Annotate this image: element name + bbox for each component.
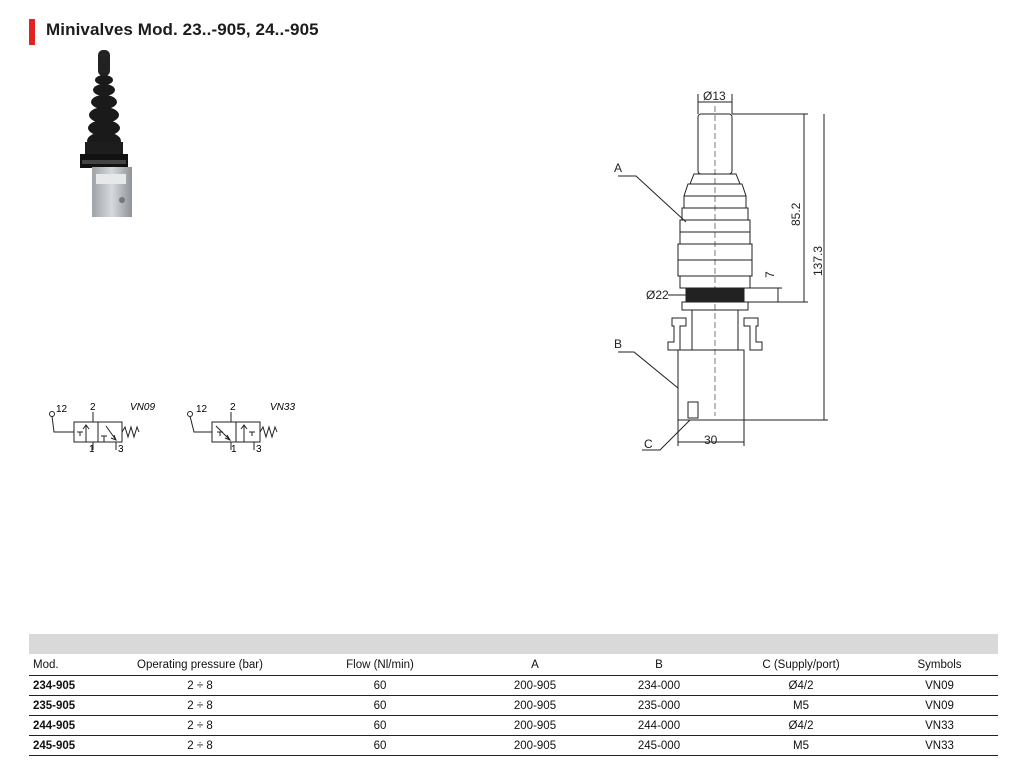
cell-flow: 60 <box>287 675 473 696</box>
table-header-row: Mod. Operating pressure (bar) Flow (Nl/m… <box>29 655 998 676</box>
col-operating-pressure: Operating pressure (bar) <box>113 655 287 676</box>
symbol-vn09: 12 2 1 3 VN09 <box>49 402 155 454</box>
cell-pressure: 2 ÷ 8 <box>113 675 287 696</box>
dim-thread-diameter: Ø22 <box>646 288 669 302</box>
table-row: 235-905 2 ÷ 8 60 200-905 235-000 M5 VN09 <box>29 695 998 716</box>
cell-b: 235-000 <box>597 695 721 716</box>
col-symbols: Symbols <box>881 655 998 676</box>
cell-symbol: VN33 <box>881 735 998 756</box>
cell-mod: 234-905 <box>29 675 113 696</box>
label-c: C <box>644 437 653 451</box>
cell-b: 244-000 <box>597 715 721 736</box>
symbol-vn33-label: VN33 <box>270 402 295 413</box>
cell-a: 200-905 <box>473 695 597 716</box>
symbol-vn33-port-12: 12 <box>196 404 208 415</box>
cell-b: 234-000 <box>597 675 721 696</box>
cell-mod: 235-905 <box>29 695 113 716</box>
cell-symbol: VN09 <box>881 695 998 716</box>
cell-a: 200-905 <box>473 675 597 696</box>
dim-height-upper: 85.2 <box>789 202 803 226</box>
col-b: B <box>597 655 721 676</box>
page-title: Minivalves Mod. 23..-905, 24..-905 <box>46 20 319 39</box>
col-a: A <box>473 655 597 676</box>
symbol-vn09-label: VN09 <box>130 402 155 413</box>
col-flow: Flow (Nl/min) <box>287 655 473 676</box>
symbol-vn33: 12 2 1 3 VN33 <box>187 402 295 454</box>
cell-flow: 60 <box>287 715 473 736</box>
cell-c: M5 <box>721 695 881 716</box>
cell-a: 200-905 <box>473 735 597 756</box>
cell-symbol: VN33 <box>881 715 998 736</box>
cell-pressure: 2 ÷ 8 <box>113 735 287 756</box>
symbol-vn09-port-12: 12 <box>56 404 68 415</box>
table-row: 234-905 2 ÷ 8 60 200-905 234-000 Ø4/2 VN… <box>29 675 998 696</box>
symbol-vn09-port-3: 3 <box>118 444 124 454</box>
symbol-vn33-port-3: 3 <box>256 444 262 454</box>
label-a: A <box>614 161 622 175</box>
symbol-vn09-port-2: 2 <box>90 402 96 413</box>
cell-mod: 244-905 <box>29 715 113 736</box>
product-photo <box>80 50 132 217</box>
technical-drawing: Ø13 Ø22 30 A B C 85.2 137.3 7 <box>614 89 828 451</box>
table-row: 245-905 2 ÷ 8 60 200-905 245-000 M5 VN33 <box>29 735 998 756</box>
dim-height-total: 137.3 <box>811 246 825 276</box>
cell-c: Ø4/2 <box>721 675 881 696</box>
symbol-vn33-port-2: 2 <box>230 402 236 413</box>
cell-flow: 60 <box>287 695 473 716</box>
symbol-vn09-port-1: 1 <box>89 444 95 454</box>
col-mod: Mod. <box>29 655 113 676</box>
label-b: B <box>614 337 622 351</box>
cell-a: 200-905 <box>473 715 597 736</box>
table-row: 244-905 2 ÷ 8 60 200-905 244-000 Ø4/2 VN… <box>29 715 998 736</box>
cell-flow: 60 <box>287 735 473 756</box>
cell-mod: 245-905 <box>29 735 113 756</box>
cell-b: 245-000 <box>597 735 721 756</box>
cell-symbol: VN09 <box>881 675 998 696</box>
dim-thread-height: 7 <box>763 271 777 278</box>
title-accent-bar <box>29 19 35 45</box>
cell-pressure: 2 ÷ 8 <box>113 715 287 736</box>
dim-width: 30 <box>704 433 718 447</box>
cell-c: Ø4/2 <box>721 715 881 736</box>
dim-top-diameter: Ø13 <box>703 89 726 103</box>
table-header-band <box>29 634 998 654</box>
col-c: C (Supply/port) <box>721 655 881 676</box>
symbol-vn33-port-1: 1 <box>231 444 237 454</box>
cell-c: M5 <box>721 735 881 756</box>
cell-pressure: 2 ÷ 8 <box>113 695 287 716</box>
spec-table: Mod. Operating pressure (bar) Flow (Nl/m… <box>29 655 998 756</box>
